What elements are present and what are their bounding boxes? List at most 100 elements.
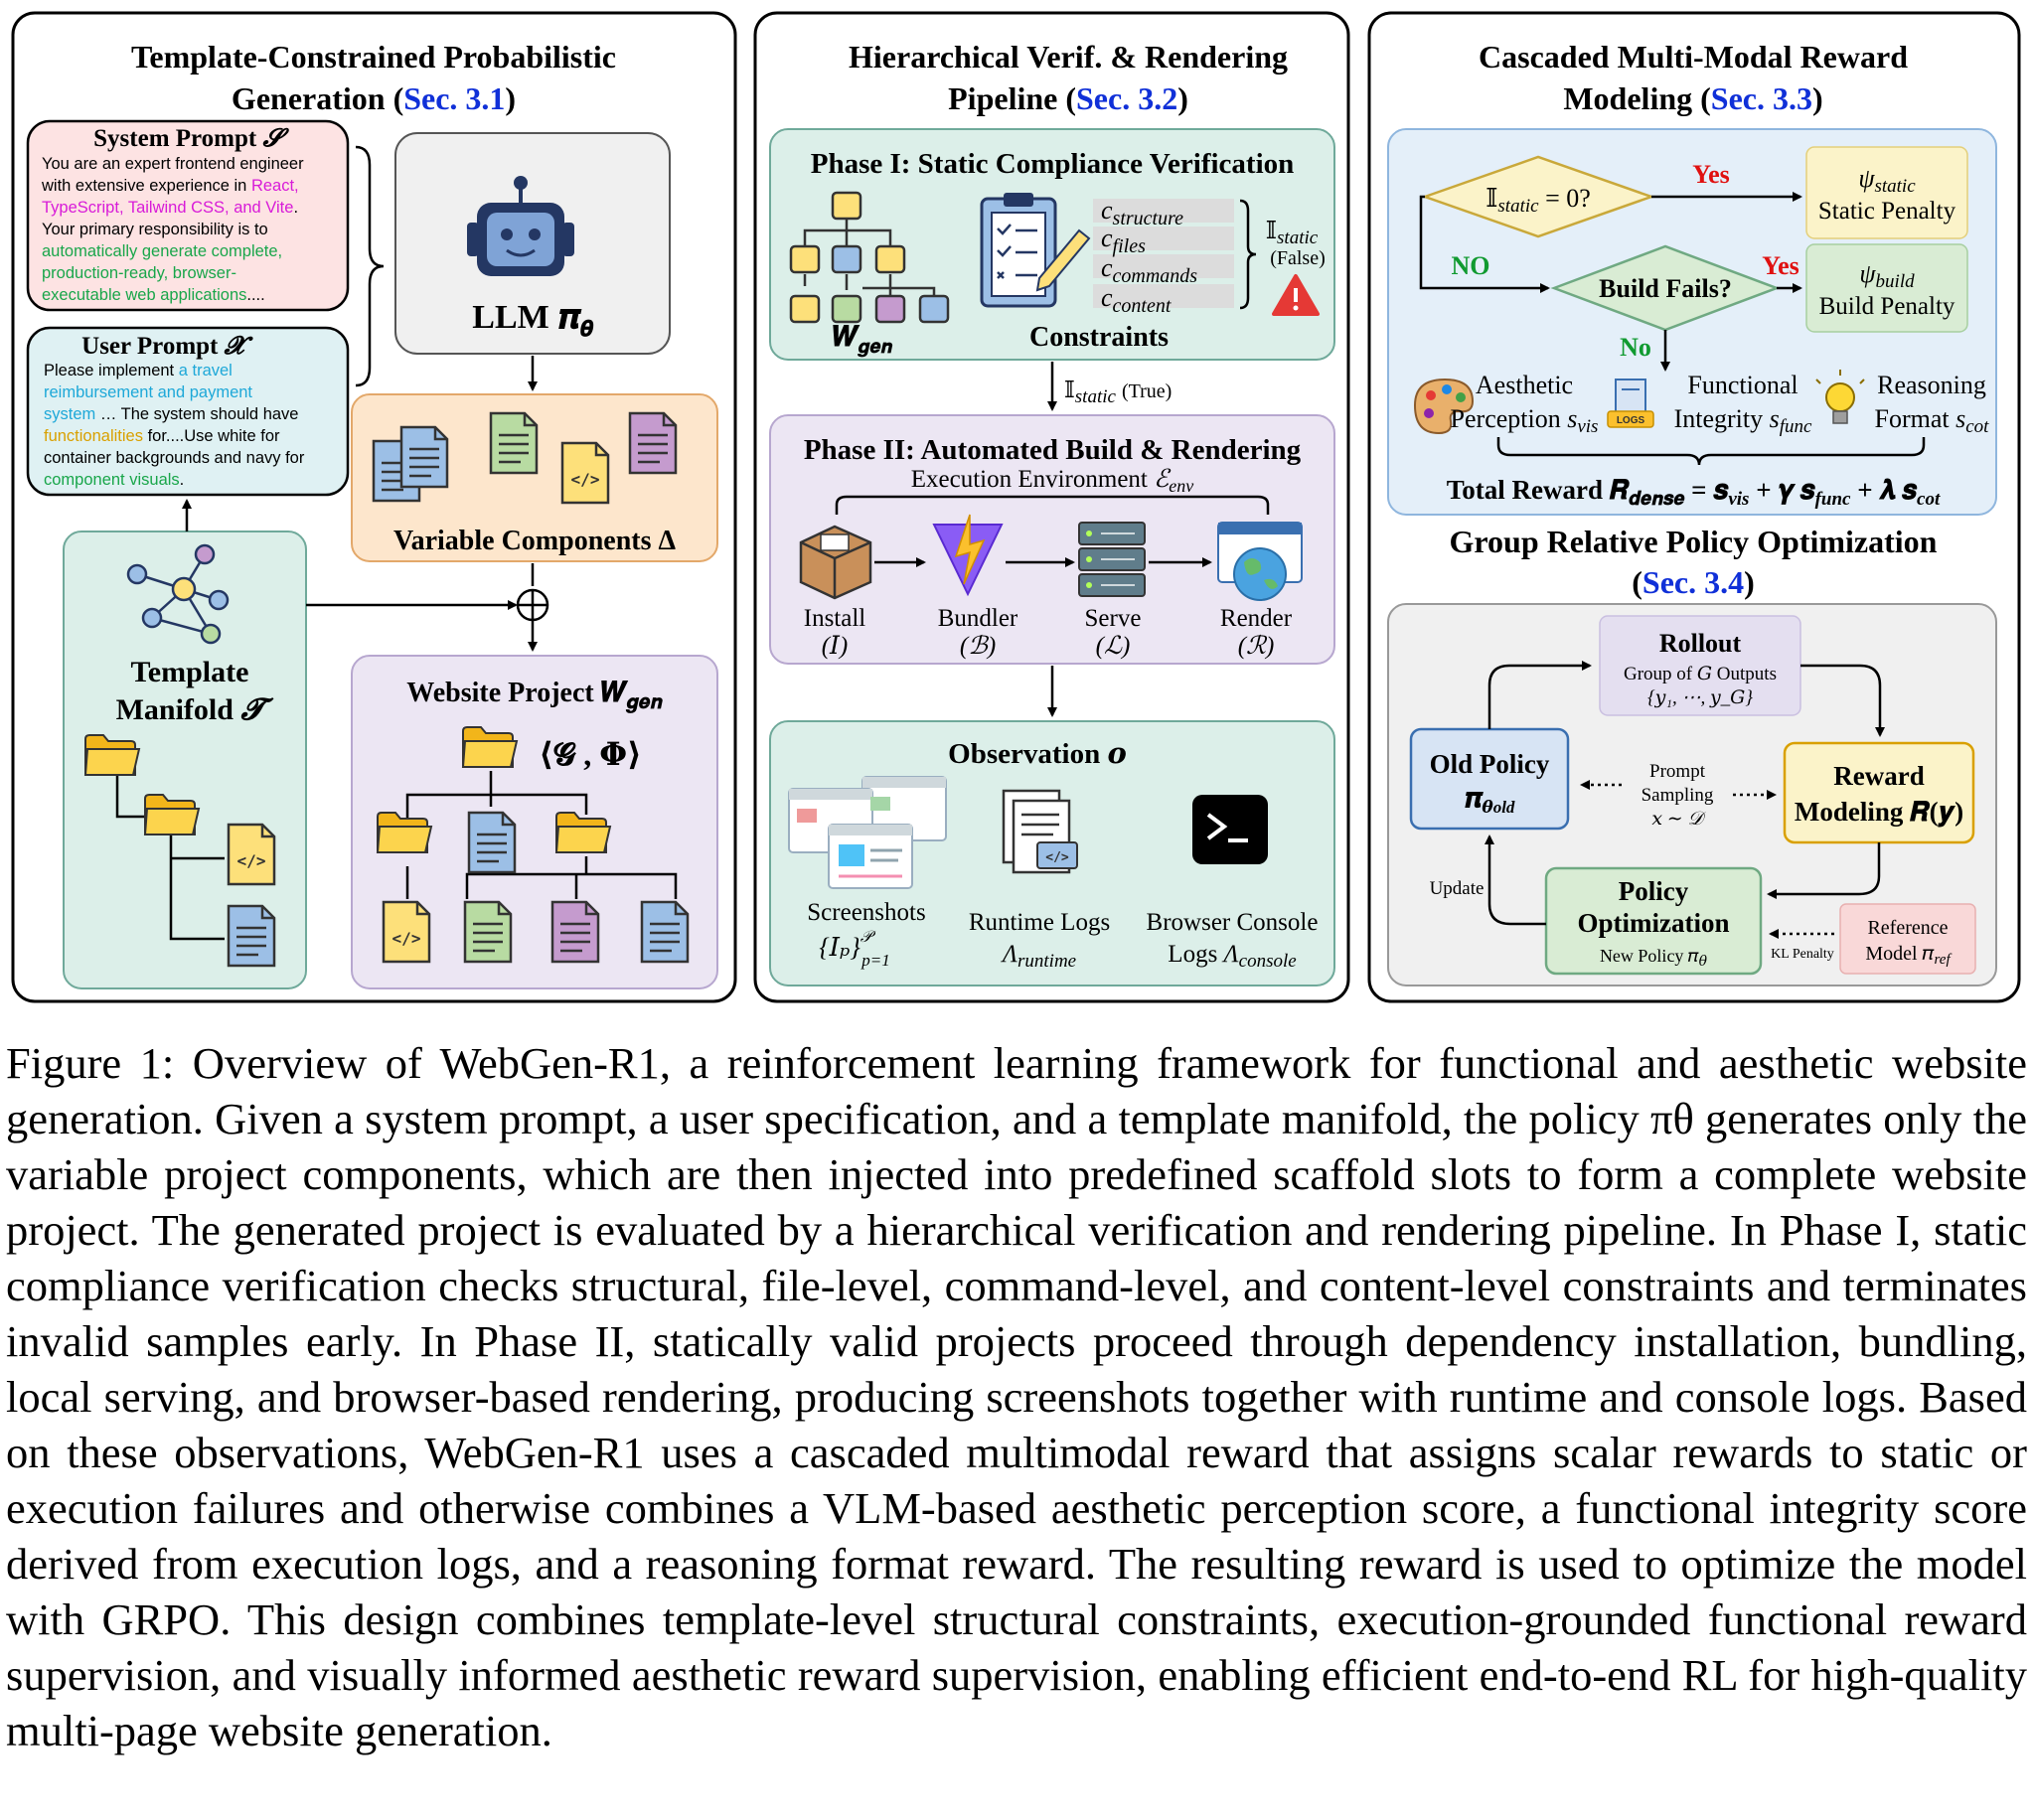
svg-text:Your primary responsibility is: Your primary responsibility is to: [42, 221, 268, 238]
svg-text:Prompt: Prompt: [1649, 761, 1706, 782]
svg-text:Build Fails?: Build Fails?: [1599, 274, 1732, 303]
phase2-box: Phase II: Automated Build & Rendering Ex…: [769, 414, 1335, 665]
svg-text:Variable Components Δ: Variable Components Δ: [393, 526, 677, 556]
svg-text:Phase I: Static Compliance Ver: Phase I: Static Compliance Verification: [811, 148, 1295, 180]
svg-text:{𝑦₁, ⋯, 𝑦_𝐺}: {𝑦₁, ⋯, 𝑦_𝐺}: [1647, 687, 1753, 708]
svg-text:Manifold 𝓣: Manifold 𝓣: [116, 693, 275, 726]
runtime-logs-icon: </>: [1002, 789, 1078, 874]
user-prompt-bubble: User Prompt 𝓧 Please implement a travel …: [26, 326, 350, 497]
svg-text:automatically generate complet: automatically generate complete,: [42, 242, 282, 260]
svg-text:Render: Render: [1220, 605, 1293, 632]
llm-box: LLM 𝝅𝜽: [394, 132, 671, 355]
figure-caption: Figure 1: Overview of WebGen-R1, a reinf…: [6, 1038, 2027, 1755]
svg-text:You are an expert frontend eng: You are an expert frontend engineer: [42, 155, 304, 173]
svg-text:Install: Install: [804, 605, 866, 632]
screenshots-icon: [788, 776, 947, 889]
panel2-title-line1: Hierarchical Verif. & Rendering: [849, 39, 1288, 75]
svg-text:{𝐼ₚ}𝒫p=1: {𝐼ₚ}𝒫p=1: [819, 929, 890, 970]
svg-text:Website Project 𝑾𝒈𝒆𝒏: Website Project 𝑾𝒈𝒆𝒏: [406, 678, 663, 713]
system-prompt-bubble: System Prompt 𝓢 You are an expert fronte…: [26, 119, 350, 312]
svg-text:Static Penalty: Static Penalty: [1818, 198, 1956, 225]
panel1-title-line2: Generation (Sec. 3.1): [232, 80, 516, 116]
svg-text:Policy: Policy: [1619, 876, 1689, 906]
svg-text:ccontent: ccontent: [1101, 283, 1172, 317]
panel1-title-line1: Template-Constrained Probabilistic: [131, 39, 616, 75]
svg-text:(ℛ): (ℛ): [1238, 633, 1275, 660]
website-project-box: Website Project 𝑾𝒈𝒆𝒏 ⟨𝓖 , 𝚽⟩: [351, 655, 718, 989]
svg-text:⟨𝓖 , 𝚽⟩: ⟨𝓖 , 𝚽⟩: [539, 736, 642, 772]
svg-text:container backgrounds and navy: container backgrounds and navy for: [44, 449, 305, 467]
logs-icon: LOGS: [1607, 379, 1654, 428]
svg-text:Reward: Reward: [1833, 761, 1924, 791]
svg-text:Yes: Yes: [1762, 251, 1799, 280]
svg-text:Perception svis: Perception svis: [1451, 404, 1599, 437]
svg-text:ccommands: ccommands: [1101, 253, 1197, 287]
checklist-icon: [980, 193, 1091, 308]
svg-text:(𝐼): (𝐼): [822, 633, 849, 660]
svg-text:Serve: Serve: [1085, 605, 1142, 632]
svg-text:functionalities for....Use whi: functionalities for....Use white for: [44, 427, 280, 445]
panel-verification-pipeline: Hierarchical Verif. & Rendering Pipeline…: [753, 11, 1350, 1003]
svg-text:Group of 𝐺 Outputs: Group of 𝐺 Outputs: [1624, 664, 1777, 684]
svg-text:𝕀static(True): 𝕀static(True): [1064, 378, 1172, 407]
svg-text:cstructure: cstructure: [1101, 196, 1183, 229]
svg-text:cfiles: cfiles: [1101, 224, 1146, 257]
svg-text:Λruntime: Λruntime: [1001, 941, 1076, 972]
svg-text:Logs Λconsole: Logs Λconsole: [1168, 941, 1296, 972]
install-icon: [799, 525, 872, 600]
svg-text:Phase II: Automated Build & Re: Phase II: Automated Build & Rendering: [804, 434, 1302, 466]
phase1-box: Phase I: Static Compliance Verification …: [769, 128, 1335, 361]
svg-text:Build Penalty: Build Penalty: [1819, 293, 1955, 320]
svg-text:NO: NO: [1452, 251, 1490, 280]
grpo-title: Group Relative Policy Optimization: [1450, 524, 1938, 559]
svg-text:Please implement a travel: Please implement a travel: [44, 362, 233, 379]
svg-text:𝝅𝜽old: 𝝅𝜽old: [1465, 783, 1515, 817]
svg-text:Update: Update: [1430, 878, 1485, 899]
reward-cascade-box: 𝕀static = 0? Yes ψstatic Static Penalty …: [1387, 128, 1997, 516]
svg-text:Bundler: Bundler: [938, 605, 1018, 632]
svg-text:system … The system should hav: system … The system should have: [44, 405, 298, 423]
svg-text:reimbursement and payment: reimbursement and payment: [44, 383, 252, 401]
svg-text:LOGS: LOGS: [1617, 415, 1645, 426]
svg-text:Integrity sfunc: Integrity sfunc: [1674, 404, 1812, 437]
svg-text:ψbuild: ψbuild: [1859, 259, 1915, 292]
svg-text:𝑥 ∼ 𝒟: 𝑥 ∼ 𝒟: [1651, 809, 1706, 830]
svg-text:ψstatic: ψstatic: [1858, 164, 1916, 197]
panel-reward-modeling: Cascaded Multi-Modal Reward Modeling (Se…: [1367, 11, 2021, 1003]
svg-text:Old Policy: Old Policy: [1430, 749, 1550, 779]
svg-text:𝕀static = 0?: 𝕀static = 0?: [1486, 184, 1591, 217]
panel3-title-line1: Cascaded Multi-Modal Reward: [1479, 39, 1908, 75]
svg-text:Format scot: Format scot: [1875, 404, 1990, 437]
server-icon: [1078, 522, 1146, 597]
svg-text:Aesthetic: Aesthetic: [1476, 371, 1573, 399]
svg-text:Runtime Logs: Runtime Logs: [969, 909, 1110, 936]
hierarchy-icon: [789, 191, 950, 324]
svg-text:component visuals.: component visuals.: [44, 471, 184, 489]
svg-text:executable web applications...: executable web applications....: [42, 286, 265, 304]
svg-text:Observation 𝒐: Observation 𝒐: [948, 738, 1127, 770]
svg-text:(ℬ): (ℬ): [960, 633, 996, 660]
svg-text:Model 𝜋ref: Model 𝜋ref: [1865, 943, 1952, 968]
svg-text:New Policy 𝜋𝜃: New Policy 𝜋𝜃: [1600, 946, 1708, 970]
svg-text:Reference: Reference: [1867, 917, 1948, 939]
bundler-icon: [932, 514, 1004, 597]
template-tree: [84, 734, 276, 968]
svg-text:Yes: Yes: [1692, 160, 1730, 189]
lightbulb-icon: [1815, 370, 1865, 424]
grpo-ref: (Sec. 3.4): [1632, 564, 1755, 600]
svg-text:Screenshots: Screenshots: [807, 899, 925, 926]
svg-text:𝕀static: 𝕀static: [1266, 219, 1319, 248]
svg-text:(False): (False): [1270, 247, 1326, 269]
render-globe-icon: [1217, 522, 1303, 601]
grpo-box: Rollout Group of 𝐺 Outputs {𝑦₁, ⋯, 𝑦_𝐺} …: [1387, 603, 1997, 986]
terminal-icon: [1192, 795, 1268, 864]
total-reward: Total Reward 𝑹𝒅𝒆𝒏𝒔𝒆 = 𝒔vis + 𝜸 𝒔func + 𝝀…: [1447, 475, 1941, 510]
svg-text:KL Penalty: KL Penalty: [1771, 947, 1834, 962]
panel2-title-line2: Pipeline (Sec. 3.2): [948, 80, 1188, 116]
svg-text:Optimization: Optimization: [1578, 908, 1730, 938]
robot-icon: [467, 176, 574, 276]
svg-text:Rollout: Rollout: [1659, 629, 1742, 658]
svg-text:(ℒ): (ℒ): [1096, 633, 1131, 660]
svg-text:Sampling: Sampling: [1642, 785, 1714, 806]
